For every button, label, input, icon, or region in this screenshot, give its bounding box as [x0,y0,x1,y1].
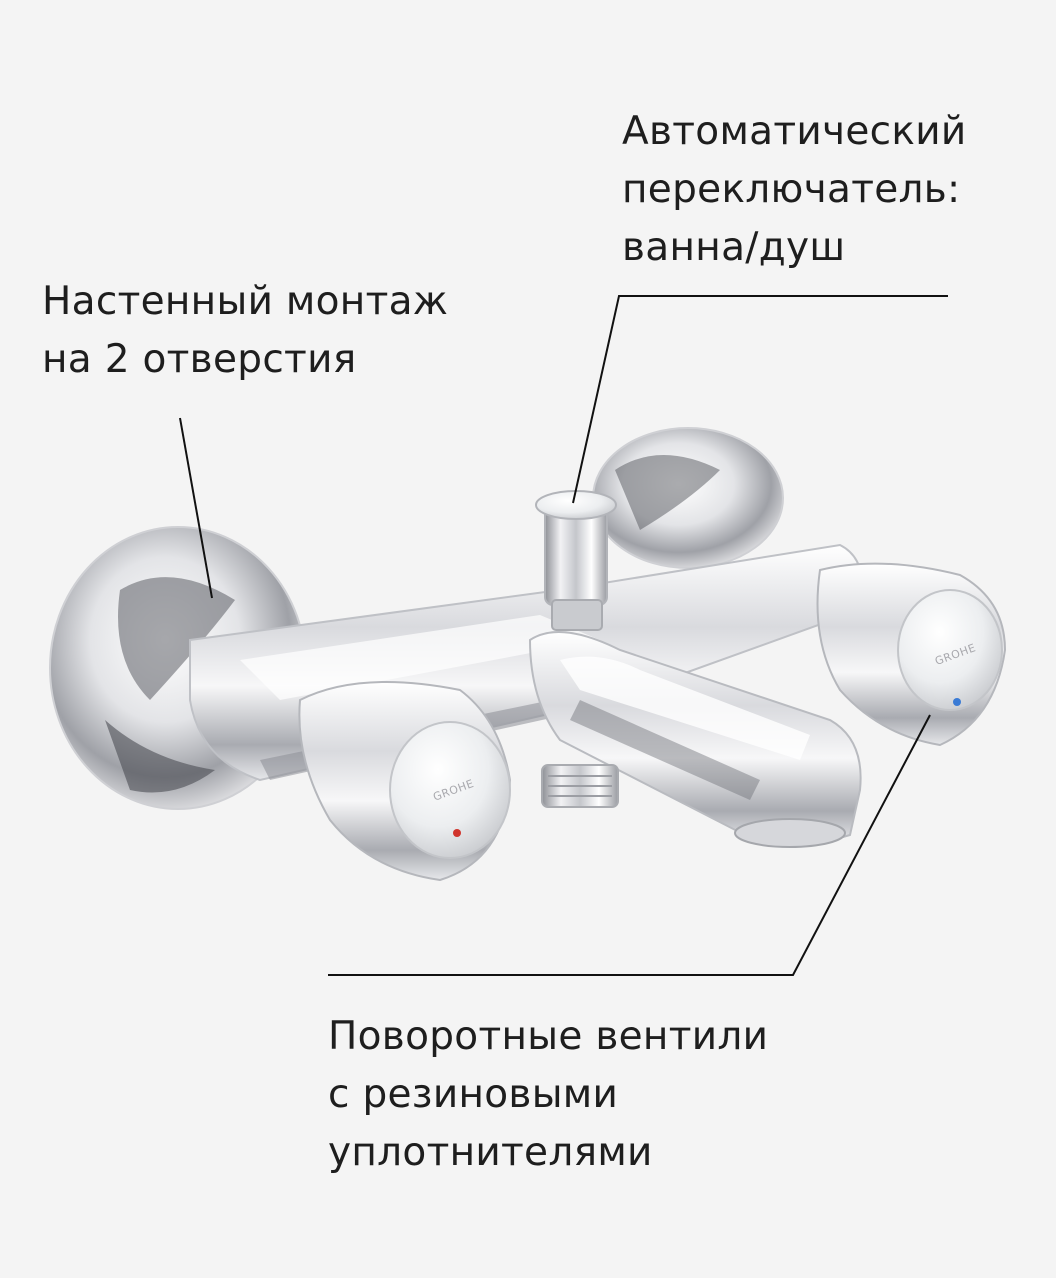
rotary-valves-line-3: уплотнителями [328,1130,653,1175]
wall-mount-leader-line [179,417,213,599]
valves-leader-line [328,714,931,976]
hot-indicator-dot [453,829,461,837]
wall-mount-callout: Настенный монтаж на 2 отверстия [42,273,448,389]
cold-indicator-dot [953,698,961,706]
auto-switch-line-1: Автоматический [622,109,967,154]
rotary-valves-line-2: с резиновыми [328,1072,619,1117]
leader-lines [179,295,948,976]
cold-valve-handle: GROHE [816,562,1007,747]
hot-valve-handle: GROHE [298,681,512,882]
auto-switch-line-3: ванна/душ [622,225,846,270]
diverter-knob [535,490,617,631]
auto-switch-callout: Автоматический переключатель: ванна/душ [622,103,967,277]
wall-mount-line-1: Настенный монтаж [42,279,449,324]
rotary-valves-callout: Поворотные вентили с резиновыми уплотнит… [328,1008,768,1182]
spout [528,631,862,848]
switch-leader-line [572,295,948,504]
auto-switch-line-2: переключатель: [622,167,961,212]
wall-mount-line-2: на 2 отверстия [42,337,357,382]
right-wall-rosette [592,427,784,569]
hose-connector [541,764,619,808]
rotary-valves-line-1: Поворотные вентили [328,1014,769,1059]
